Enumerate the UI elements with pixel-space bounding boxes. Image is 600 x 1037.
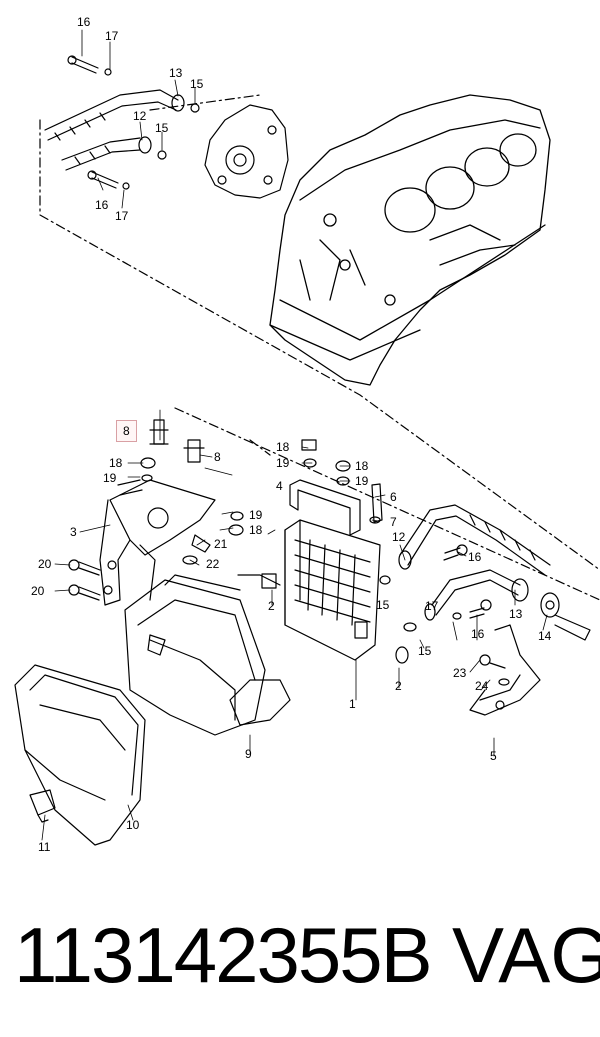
callout-16: 16 — [95, 198, 109, 212]
callout-22: 22 — [206, 557, 220, 571]
callout-15: 15 — [418, 644, 432, 658]
callout-20: 20 — [38, 557, 52, 571]
callout-4: 4 — [276, 479, 283, 493]
callout-13: 13 — [509, 607, 523, 621]
upper-hoses — [45, 90, 199, 170]
callout-18: 18 — [109, 456, 123, 470]
callout-19: 19 — [276, 456, 290, 470]
callout-16: 16 — [468, 550, 482, 564]
callout-19: 19 — [103, 471, 117, 485]
callout-8: 8 — [214, 450, 221, 464]
duct-10 — [15, 665, 145, 845]
callout-12: 12 — [133, 109, 147, 123]
callout-10: 10 — [126, 818, 140, 832]
callout-15: 15 — [155, 121, 169, 135]
oil-cooler-1 — [285, 520, 380, 660]
callout-17: 17 — [115, 209, 129, 223]
bracket-4 — [290, 440, 382, 535]
assembly-guide-lines — [40, 95, 600, 600]
callout-12: 12 — [392, 530, 406, 544]
callout-19: 19 — [249, 508, 263, 522]
bracket-3 — [100, 480, 215, 605]
engine-block — [270, 95, 550, 385]
callout-20: 20 — [31, 584, 45, 598]
exploded-parts-diagram: 16 17 13 15 12 15 16 17 8 8 18 19 3 18 1… — [0, 0, 600, 880]
callout-14: 14 — [538, 629, 552, 643]
callout-1: 1 — [349, 697, 356, 711]
callout-23: 23 — [453, 666, 467, 680]
pump-housing — [205, 105, 288, 198]
bracket-5 — [470, 625, 540, 715]
callout-17: 17 — [105, 29, 119, 43]
callout-19: 19 — [355, 474, 369, 488]
bolts-20 — [69, 560, 100, 600]
callout-24: 24 — [475, 679, 489, 693]
callout-17: 17 — [425, 599, 439, 613]
callout-9: 9 — [245, 747, 252, 761]
callout-16: 16 — [471, 627, 485, 641]
air-guide-9 — [125, 575, 290, 735]
callout-7: 7 — [390, 515, 397, 529]
callout-15: 15 — [190, 77, 204, 91]
callout-2: 2 — [268, 599, 275, 613]
callout-18: 18 — [276, 440, 290, 454]
callout-8-highlighted: 8 — [116, 420, 137, 442]
callout-6: 6 — [390, 490, 397, 504]
footer: 113142355B VAG — [0, 905, 600, 1015]
callout-5: 5 — [490, 749, 497, 763]
callout-3: 3 — [70, 525, 77, 539]
callout-21: 21 — [214, 537, 228, 551]
upper-bolts — [68, 56, 129, 189]
clip-11 — [30, 790, 55, 822]
brand-label: VAG — [452, 911, 600, 999]
callout-16: 16 — [77, 15, 91, 29]
part-number: 113142355B — [14, 911, 433, 999]
callout-15: 15 — [376, 598, 390, 612]
callout-18: 18 — [249, 523, 263, 537]
callout-2: 2 — [395, 679, 402, 693]
right-hoses — [380, 505, 590, 663]
fittings-2 — [238, 574, 280, 588]
callout-13: 13 — [169, 66, 183, 80]
diagram-drawing — [0, 0, 600, 880]
callout-11: 11 — [38, 840, 51, 854]
callout-18: 18 — [355, 459, 369, 473]
